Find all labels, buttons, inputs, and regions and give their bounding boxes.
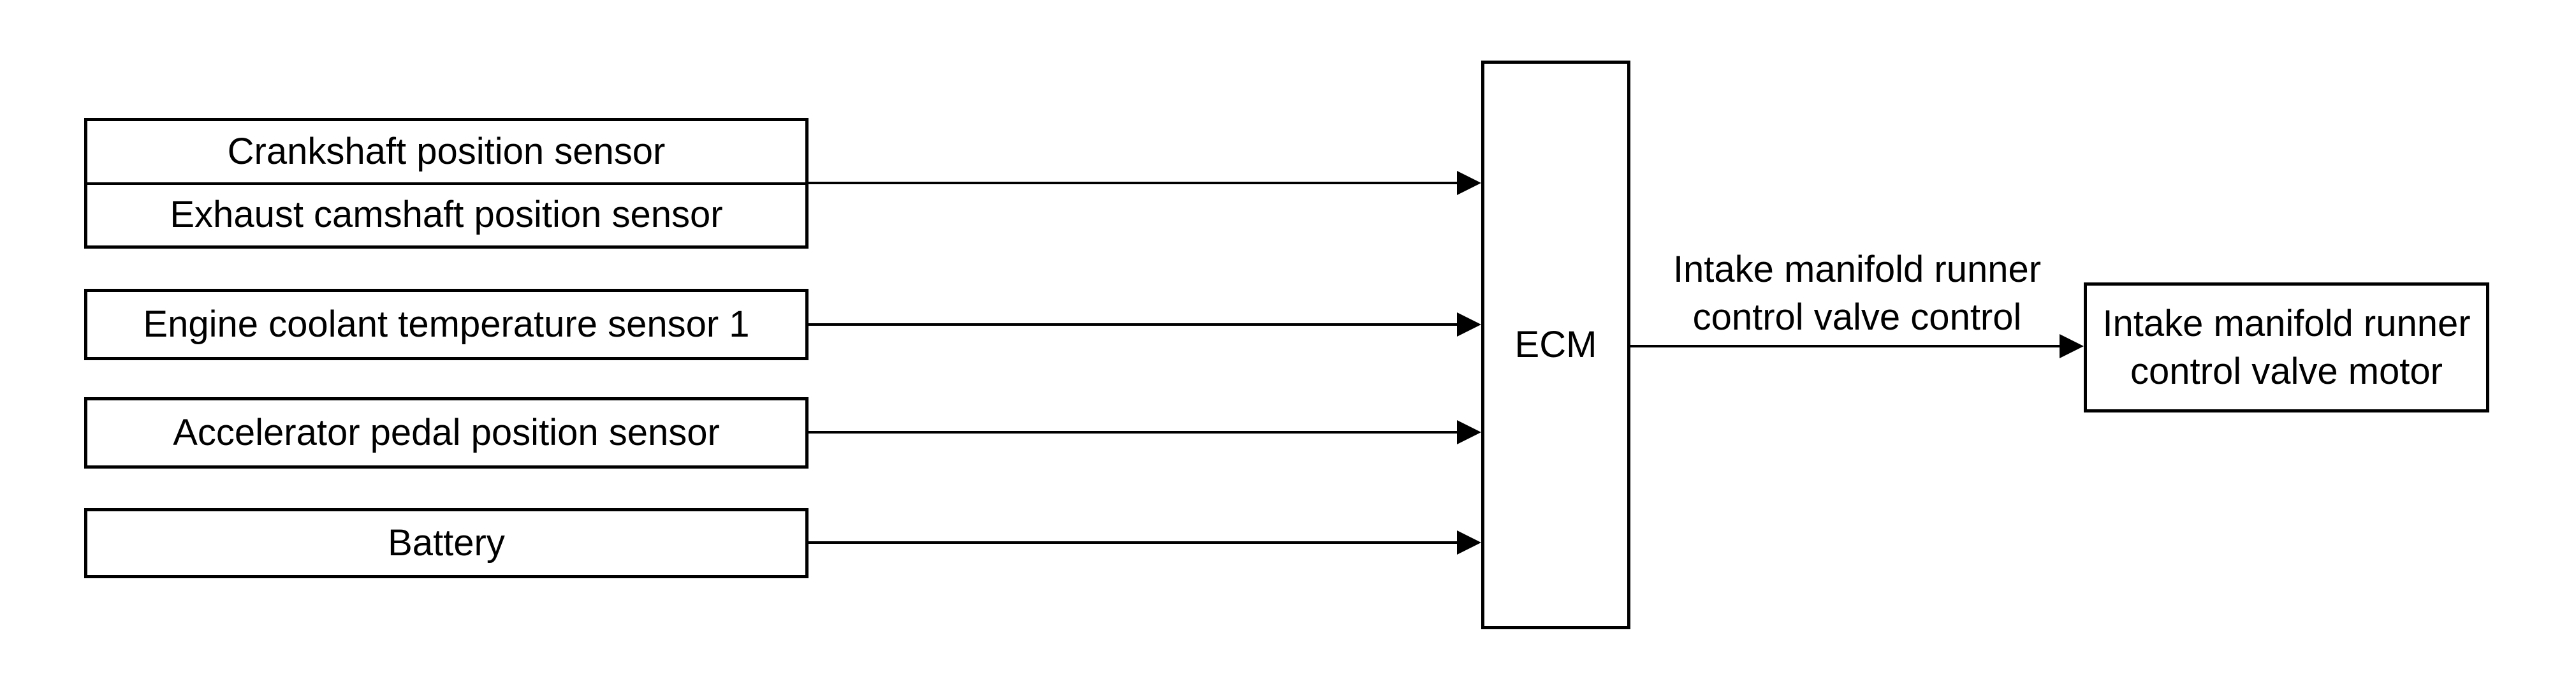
motor-box-label-line1: Intake manifold runner <box>2102 303 2471 344</box>
input-label-exhaust-camshaft-position-sensor: Exhaust camshaft position sensor <box>170 194 723 236</box>
arrow-ecm-to-motor <box>1630 345 2061 347</box>
motor-box-label-line2: control valve motor <box>2130 351 2443 392</box>
motor-box: Intake manifold runner control valve mot… <box>2084 282 2489 412</box>
input-box-battery: Battery <box>84 508 809 578</box>
arrow-head-icon <box>1457 420 1481 444</box>
input-box-engine-coolant-temperature-sensor: Engine coolant temperature sensor 1 <box>84 289 809 360</box>
arrow-head-icon <box>1457 171 1481 195</box>
output-arrow-label-line1: Intake manifold runner <box>1672 249 2042 290</box>
arrow-head-icon <box>1457 530 1481 555</box>
input-box-accelerator-pedal-position-sensor: Accelerator pedal position sensor <box>84 397 809 469</box>
motor-box-label: Intake manifold runner control valve mot… <box>2087 286 2486 409</box>
output-arrow-label-line2: control valve control <box>1692 296 2022 338</box>
arrow-crankshaft-to-ecm <box>809 182 1458 184</box>
input-label-engine-coolant-temperature-sensor: Engine coolant temperature sensor 1 <box>143 303 750 346</box>
input-label-crankshaft-position-sensor: Crankshaft position sensor <box>87 121 805 185</box>
ecm-label: ECM <box>1514 324 1597 366</box>
arrow-battery-to-ecm <box>809 541 1458 544</box>
ecm-box: ECM <box>1481 61 1630 629</box>
input-box-crankshaft-camshaft: Crankshaft position sensor Exhaust camsh… <box>84 118 809 249</box>
input-label-accelerator-pedal-position-sensor: Accelerator pedal position sensor <box>173 412 720 454</box>
output-arrow-label: Intake manifold runner control valve con… <box>1630 245 2084 341</box>
arrow-coolant-to-ecm <box>809 323 1458 326</box>
arrow-accelerator-to-ecm <box>809 431 1458 434</box>
input-label-battery: Battery <box>388 522 505 564</box>
arrow-head-icon <box>2060 334 2084 358</box>
arrow-head-icon <box>1457 312 1481 337</box>
